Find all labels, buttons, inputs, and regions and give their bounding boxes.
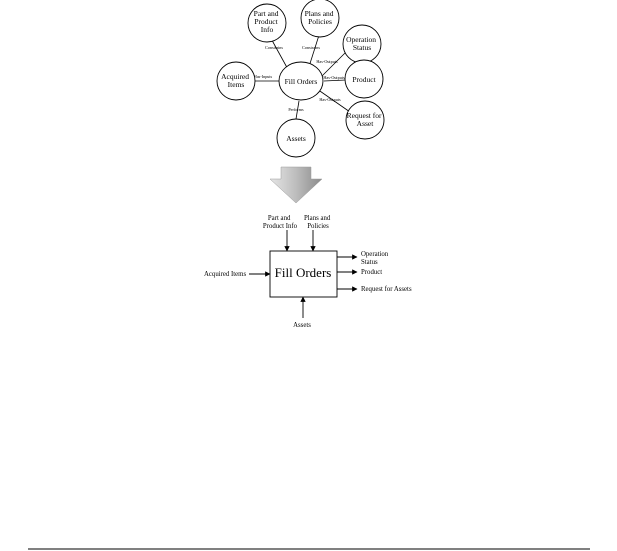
transform-arrow	[269, 166, 323, 204]
node-label-line: Plans and	[305, 9, 334, 18]
edge-label-op-status: Has-Outputs	[316, 59, 338, 64]
node-label-line: Product	[254, 17, 278, 26]
control-label-line: Policies	[307, 223, 329, 230]
node-label-plans: Plans and Policies	[305, 9, 336, 26]
edge-label-request: Has-Outputs	[319, 97, 341, 102]
edge-label-part-info: Constrains	[265, 45, 283, 50]
output-label-line: Operation	[361, 251, 389, 258]
node-fill-orders	[278, 61, 324, 101]
node-product	[344, 59, 384, 99]
edge-label-acquired: Has-Inputs	[254, 74, 273, 79]
node-label-line: Asset	[357, 119, 375, 128]
node-plans	[300, 0, 340, 38]
edge-label-plans: Constrains	[302, 45, 320, 50]
node-label-line: Items	[228, 80, 245, 89]
network-nodes	[216, 0, 385, 158]
node-label-acquired: Acquired Items	[221, 72, 251, 89]
network-node-labels: Part and Product Info Plans and Policies…	[221, 9, 384, 143]
control-label-line: Part and	[268, 215, 291, 222]
node-label-line: Info	[261, 25, 274, 34]
control-label-line: Product Info	[263, 223, 298, 230]
node-label-assets: Assets	[286, 134, 306, 143]
mechanism-label-assets: Assets	[293, 322, 311, 329]
edge-label-assets: Performs	[288, 107, 304, 112]
node-assets	[276, 118, 316, 158]
node-label-op-status: Operation Status	[346, 35, 378, 52]
node-label-request: Request for Asset	[347, 111, 384, 128]
node-label-line: Request for	[347, 111, 382, 120]
semantic-network: Constrains Constrains Has-Outputs Has-In…	[216, 0, 385, 158]
node-label-fill-orders: Fill Orders	[285, 77, 318, 86]
control-label-part-info: Part and Product Info	[263, 215, 298, 230]
network-edge-labels: Constrains Constrains Has-Outputs Has-In…	[254, 45, 345, 112]
node-label-line: Operation	[346, 35, 376, 44]
edge-request	[316, 88, 351, 113]
node-acquired	[216, 61, 256, 101]
node-label-product: Product	[352, 75, 376, 84]
edge-label-product: Has-Outputs	[323, 75, 345, 80]
node-label-line: Status	[353, 43, 371, 52]
node-label-line: Part and	[254, 9, 279, 18]
edge-product	[323, 79, 347, 82]
output-label-line: Status	[361, 259, 378, 266]
node-label-part-info: Part and Product Info	[254, 9, 281, 34]
edge-assets	[295, 100, 300, 120]
control-label-line: Plans and	[304, 215, 331, 222]
output-label-op-status: Operation Status	[361, 251, 390, 266]
function-box-title: Fill Orders	[275, 265, 332, 280]
output-label-request: Request for Assets	[361, 286, 412, 293]
node-label-line: Policies	[308, 17, 332, 26]
input-label-acquired: Acquired Items	[204, 271, 246, 278]
node-label-line: Acquired	[221, 72, 249, 81]
node-part-info	[247, 3, 287, 43]
node-request	[345, 100, 385, 140]
output-label-product: Product	[361, 269, 382, 276]
control-label-plans: Plans and Policies	[304, 215, 332, 230]
idef0-diagram: Fill Orders Part and Product Info Plans …	[204, 215, 412, 329]
